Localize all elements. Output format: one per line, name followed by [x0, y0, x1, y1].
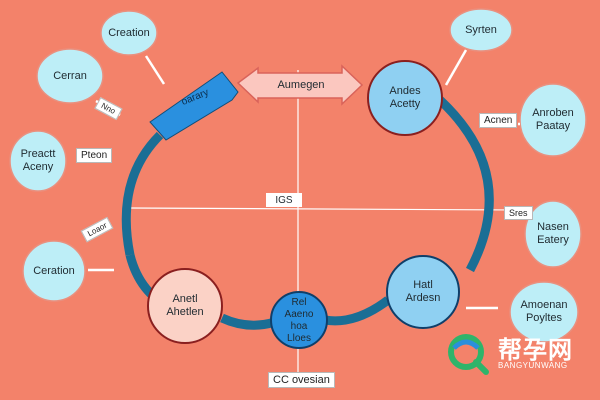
node-bottom-right [386, 255, 460, 329]
bubble-ceration-text: Ceration [33, 264, 75, 277]
bubble-preactt-text: Preactt Aceny [10, 148, 66, 174]
watermark-english-text: BANGYUNWANG [498, 361, 568, 370]
node-bottom-center-line1: Rel [291, 297, 307, 308]
node-bottom-right-text: Hatl Ardesn [390, 279, 456, 304]
bubble-ceration [22, 240, 86, 302]
node-bottom-right-line2: Ardesn [405, 292, 441, 304]
watermark: 帮孕网 BANGYUNWANG [448, 328, 588, 376]
ring-segment-bottom-left [220, 313, 277, 330]
bubble-anroben [519, 83, 587, 157]
bubble-cerran [36, 48, 104, 104]
bubble-anroben-line2: Paatay [535, 120, 571, 132]
bubble-creation-text: Creation [108, 26, 150, 39]
bubble-nasen-line2: Eatery [537, 234, 569, 246]
center-label: IGS [266, 193, 302, 207]
tag-sres: Sres [504, 206, 533, 220]
top-arrow-label: Aumegen [277, 78, 325, 91]
node-top-right-line2: Acetty [389, 98, 421, 110]
node-bottom-center [270, 291, 328, 349]
bubble-amoenan-line1: Amoenan [520, 299, 568, 311]
node-bottom-center-line4: Lloes [287, 333, 311, 344]
bubble-amoenan-text: Amoenan Poyltes [510, 299, 578, 325]
bubble-syrten [449, 8, 513, 52]
ring-segment-right [436, 96, 494, 273]
bubble-syrten-text: Syrten [465, 23, 497, 36]
node-bottom-center-text: Rel Aaeno hoa Lloes [272, 296, 326, 346]
tag-pteon: Pteon [76, 148, 113, 163]
node-bottom-left-line1: Anetl [172, 293, 198, 305]
ring-segment-bottom-right [324, 296, 391, 326]
node-top-right-line1: Andes [389, 85, 421, 97]
bubble-preactt [9, 130, 67, 192]
bubble-amoenan-line2: Poyltes [525, 312, 563, 324]
bubble-nasen-line1: Nasen [537, 221, 569, 233]
node-bottom-left-line2: Ahetlen [166, 306, 204, 318]
node-bottom-center-line2: Aaeno [284, 309, 314, 320]
ring-segment-left [121, 131, 164, 256]
tag-acnen: Acnen [479, 113, 518, 128]
horizontal-axis-line [127, 207, 521, 211]
bubble-amoenan [509, 281, 579, 343]
bubble-nasen-text: Nasen Eatery [525, 221, 581, 247]
bubble-anroben-line1: Anroben [532, 107, 574, 119]
node-top-right [367, 60, 443, 136]
bubble-nasen [524, 200, 582, 268]
bubble-cerran-text: Cerran [53, 69, 87, 82]
node-bottom-right-line1: Hatl [413, 279, 433, 291]
bubble-anroben-text: Anroben Paatay [520, 107, 586, 133]
watermark-chinese-text: 帮孕网 [498, 336, 573, 364]
node-bottom-left-text: Anetl Ahetlen [150, 293, 220, 318]
node-bottom-center-line3: hoa [290, 321, 308, 332]
bubble-preactt-line2: Aceny [22, 161, 54, 173]
node-top-right-text: Andes Acetty [372, 85, 438, 110]
bubble-creation [100, 10, 158, 56]
top-left-arrow-block [149, 71, 239, 141]
connector-creation [144, 55, 166, 85]
bubble-preactt-line1: Preactt [20, 148, 56, 160]
node-bottom-left [147, 268, 223, 344]
tag-bottom: CC ovesian [268, 372, 335, 388]
top-double-arrow [236, 64, 364, 106]
magnifier-logo-icon [448, 334, 489, 375]
connector-syrten [444, 49, 468, 86]
